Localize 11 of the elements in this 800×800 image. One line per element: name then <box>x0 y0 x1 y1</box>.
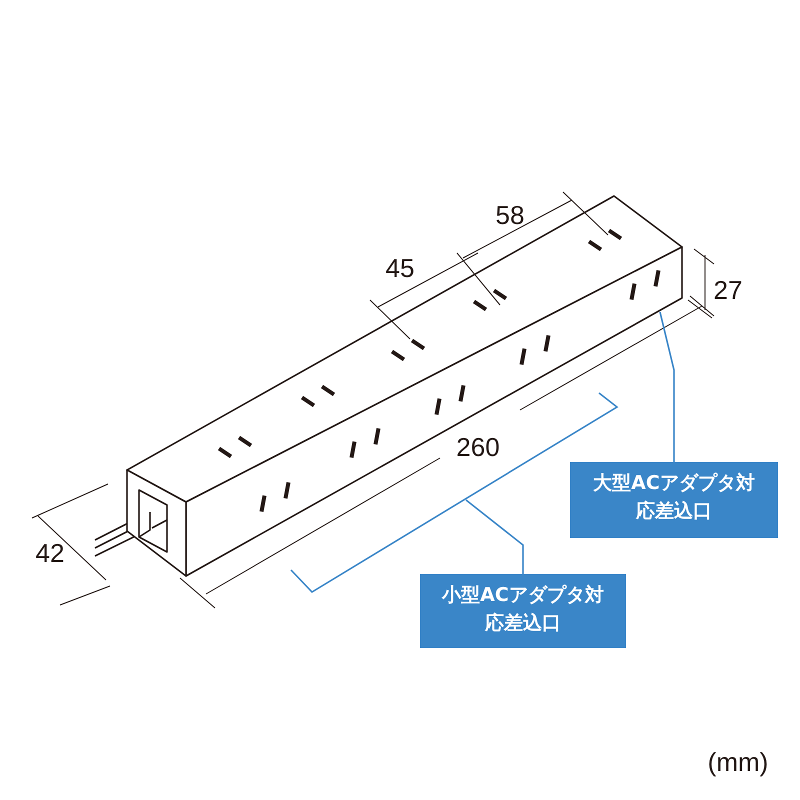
dimension-label: 260 <box>456 434 500 460</box>
dimension-label: 27 <box>714 277 742 303</box>
outlet-icon <box>630 270 660 300</box>
dimension-label: 58 <box>496 202 524 228</box>
leader-line <box>466 499 524 574</box>
callout-box: 小型ACアダプタ対応差込口 <box>420 574 626 648</box>
unit-label: (mm) <box>708 749 768 775</box>
dimension-label: 42 <box>36 540 64 566</box>
callout-box: 大型ACアダプタ対応差込口 <box>570 462 778 538</box>
dimension-label: 45 <box>386 255 414 281</box>
leader-line <box>659 312 675 462</box>
